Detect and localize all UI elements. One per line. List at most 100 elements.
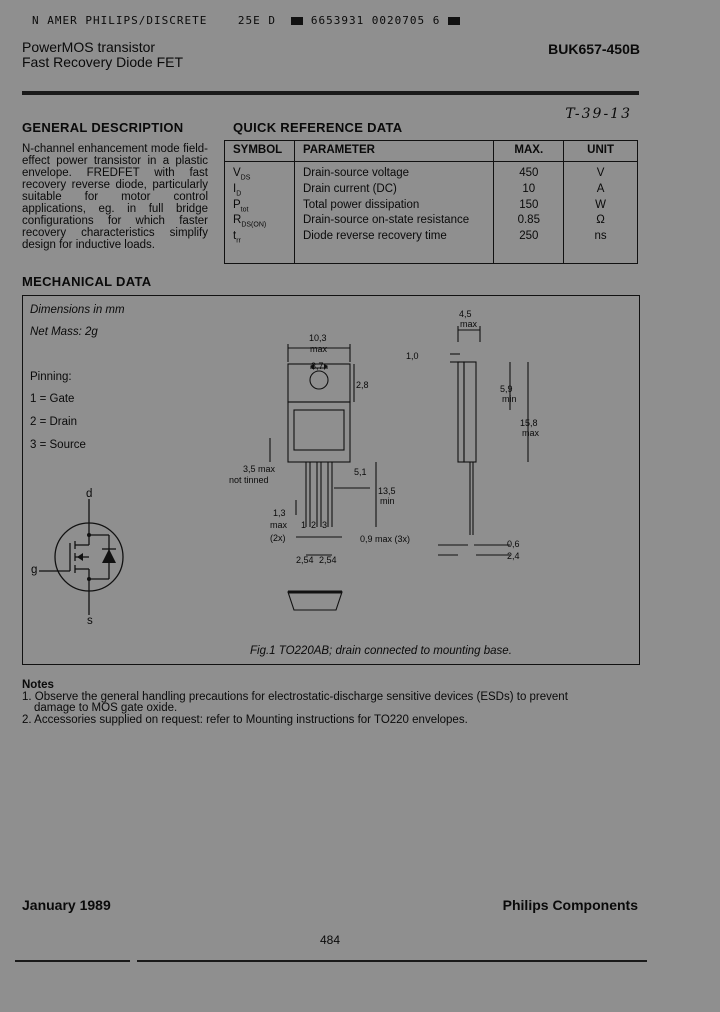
dim-max-side-2: max (522, 428, 540, 438)
part-number: BUK657-450B (548, 41, 640, 57)
dim-3-5-max: 3,5 max (243, 464, 276, 474)
scan-header-code: 6653931 0020705 6 (310, 14, 441, 27)
footer-company: Philips Components (502, 897, 638, 913)
dim-2-54-b: 2,54 (319, 555, 337, 565)
to220-side-view (438, 326, 529, 556)
dim-1-3: 1,3 (273, 508, 286, 518)
pin-number-1: 1 (301, 520, 307, 530)
dim-min-side: min (502, 394, 517, 404)
general-description-heading: GENERAL DESCRIPTION (22, 120, 184, 135)
dim-4-5: 4,5 (459, 309, 472, 319)
general-description-text: N-channel enhancement mode field-effect … (22, 143, 208, 251)
symbol-subscript: D (236, 190, 242, 198)
to220-front-view (269, 344, 377, 556)
parameter-cell: Diode reverse recovery time (293, 231, 495, 265)
notes-section: Notes 1. Observe the general handling pr… (22, 679, 568, 726)
symbol-subscript: rr (236, 237, 241, 245)
dim-max-side: max (460, 319, 478, 329)
column-header: SYMBOL (224, 140, 295, 162)
net-mass: Net Mass: 2g (30, 326, 98, 338)
unit-cell: Ω (563, 215, 638, 232)
pin-drain: 2 = Drain (30, 416, 77, 428)
dim-0-6: 0,6 (507, 539, 520, 549)
unit-cell: V (563, 161, 638, 184)
pinning-label: Pinning: (30, 371, 72, 383)
symbol-subscript: DS(ON) (241, 221, 267, 229)
scan-header: N AMER PHILIPS/DISCRETE 25E D 6653931 00… (32, 14, 461, 27)
parameter-cell: Drain-source on-state resistance (293, 215, 495, 232)
max-cell: 150 (493, 199, 565, 216)
scan-header-mid: 25E D (237, 14, 276, 27)
dim-max: max (310, 344, 328, 354)
page-title: PowerMOS transistor Fast Recovery Diode … (22, 40, 183, 70)
unit-cell: ns (563, 231, 638, 265)
footer-date: January 1989 (22, 897, 111, 913)
to220-bottom-view (287, 590, 343, 611)
note-line: damage to MOS gate oxide. (34, 702, 178, 714)
symbol-cell: t (233, 230, 237, 243)
figure-caption: Fig.1 TO220AB; drain connected to mounti… (250, 645, 512, 657)
footer-rule-left (15, 960, 130, 962)
max-cell: 10 (493, 183, 565, 200)
symbol-cell: V (233, 167, 241, 179)
note-line: 1. Observe the general handling precauti… (22, 690, 568, 703)
dim-min: min (380, 496, 395, 506)
header-rule (22, 91, 639, 95)
scan-block-mark (291, 17, 304, 25)
title-line-2: Fast Recovery Diode FET (22, 54, 184, 70)
dim-15-8: 15,8 (520, 418, 538, 428)
max-cell: 250 (493, 231, 565, 265)
parameter-cell: Drain-source voltage (293, 161, 495, 184)
quick-reference-table: SYMBOL PARAMETER MAX. UNIT VDS Drain-sou… (224, 140, 638, 265)
column-header: MAX. (493, 140, 565, 162)
dim-2-54-a: 2,54 (296, 555, 314, 565)
dim-13-5: 13,5 (378, 486, 396, 496)
dim-2x: (2x) (270, 533, 286, 543)
table-row: ID Drain current (DC) 10 A (224, 182, 638, 200)
symbol-subscript: tot (240, 205, 249, 213)
footer-rule-right (137, 960, 647, 962)
dim-0-9-max: 0,9 max (3x) (360, 534, 411, 544)
dim-10-3: 10,3 (309, 333, 327, 343)
mechanical-drawing-box (22, 295, 640, 665)
dimensions-note: Dimensions in mm (30, 304, 125, 316)
unit-cell: W (563, 199, 638, 216)
dim-not-tinned: not tinned (229, 475, 269, 485)
dim-2-4: 2,4 (507, 551, 520, 561)
dim-5-1: 5,1 (354, 467, 367, 477)
table-row: Ptot Total power dissipation 150 W (224, 198, 638, 216)
pin-source: 3 = Source (30, 439, 86, 451)
dim-3-7: 3,7 (311, 361, 324, 371)
column-header: UNIT (563, 140, 638, 162)
notes-heading: Notes (22, 679, 54, 691)
dim-1-0: 1,0 (406, 351, 419, 361)
dim-2-8: 2,8 (356, 380, 369, 390)
quick-reference-heading: QUICK REFERENCE DATA (233, 120, 403, 135)
pin-number-3: 3 (322, 520, 328, 530)
table-row: trr Diode reverse recovery time 250 ns (224, 230, 638, 265)
symbol-cell: I (233, 182, 237, 195)
symbol-label-source: s (87, 615, 93, 627)
symbol-cell: P (233, 198, 241, 211)
dim-max-2: max (270, 520, 288, 530)
symbol-label-drain: d (86, 488, 93, 500)
max-cell: 0.85 (493, 215, 565, 232)
handwritten-annotation: T-39-13 (565, 106, 632, 122)
title-line-1: PowerMOS transistor (22, 39, 156, 55)
mechanical-data-heading: MECHANICAL DATA (22, 274, 152, 289)
parameter-cell: Total power dissipation (293, 199, 495, 216)
page-number: 484 (320, 933, 341, 947)
symbol-subscript: DS (240, 174, 251, 182)
scan-block-mark (448, 17, 461, 25)
pin-gate: 1 = Gate (30, 393, 75, 405)
max-cell: 450 (493, 161, 565, 184)
mosfet-symbol (39, 499, 124, 615)
column-header: PARAMETER (293, 140, 495, 162)
table-header-row: SYMBOL PARAMETER MAX. UNIT (224, 140, 638, 162)
unit-cell: A (563, 183, 638, 200)
symbol-label-gate: g (31, 564, 38, 576)
scan-header-left: N AMER PHILIPS/DISCRETE (32, 14, 208, 27)
table-row: VDS Drain-source voltage 450 V (224, 161, 638, 184)
symbol-cell: R (233, 214, 242, 227)
dim-5-9: 5,9 (500, 384, 513, 394)
